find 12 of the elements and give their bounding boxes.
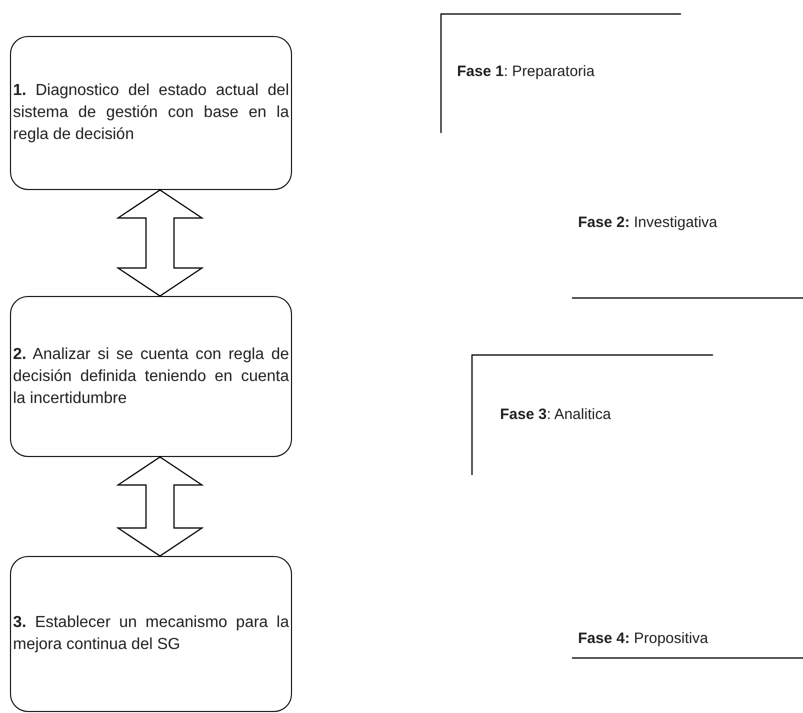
phase-label: Fase 1: Preparatoria (457, 63, 595, 80)
step-text: 2. Analizar si se cuenta con regla de decisión definida teniendo en cuenta la incertidumbre (12, 344, 290, 408)
process-box (10, 556, 292, 712)
phase-label: Fase 2: Investigativa (578, 214, 718, 231)
process-box (10, 36, 292, 190)
step-text: 3. Establecer un mecanismo para la mejora continua del SG (12, 613, 290, 655)
double-arrow (116, 189, 204, 297)
phase-label: Fase 4: Propositiva (578, 630, 708, 647)
process-box (10, 296, 292, 457)
step-text: 1. Diagnostico del estado actual del sistema de gestión con base en la regla de decisión (12, 81, 290, 145)
phase-label: Fase 3: Analitica (500, 406, 611, 423)
double-arrow (116, 456, 204, 557)
